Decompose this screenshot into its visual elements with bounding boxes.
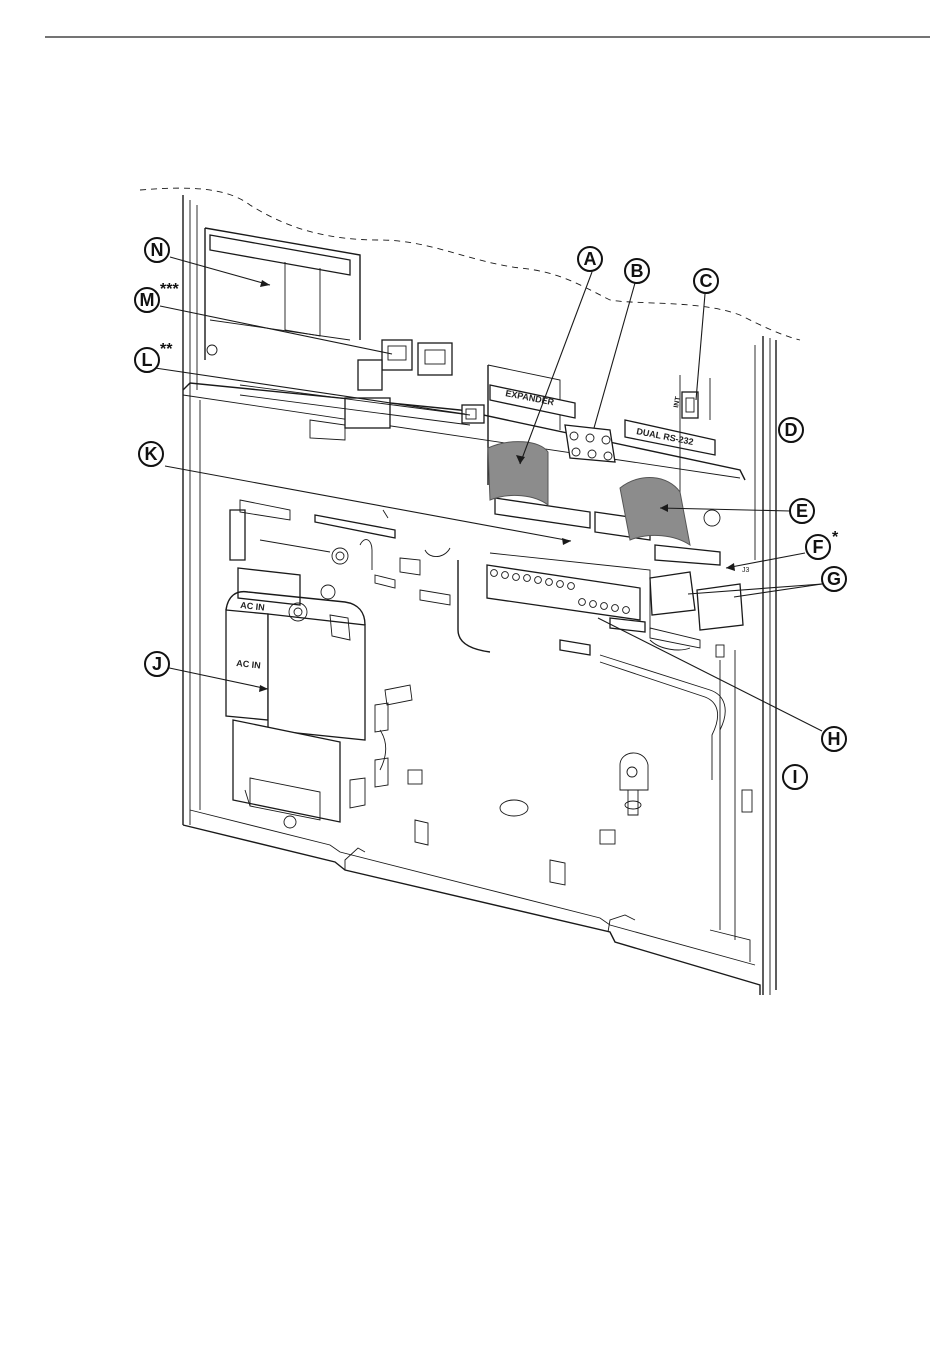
svg-text:*: *	[832, 529, 839, 546]
flat-cable-e	[620, 477, 690, 545]
callout-k: K	[139, 442, 163, 466]
callout-l: L **	[135, 341, 173, 372]
main-board	[458, 553, 743, 780]
callout-e: E	[790, 499, 814, 523]
callout-j: J	[145, 652, 169, 676]
lower-tray-details	[408, 753, 752, 885]
callout-a: A	[578, 247, 602, 271]
svg-text:G: G	[827, 569, 841, 589]
callout-m: M ***	[135, 281, 179, 312]
cover-cut-line	[140, 188, 800, 340]
label-int: INT	[673, 395, 682, 408]
callout-c: C	[694, 269, 718, 293]
label-j3: J3	[742, 567, 750, 574]
callout-b: B	[625, 259, 649, 283]
callout-f: F *	[806, 529, 839, 559]
label-ac-in-top: AC IN	[240, 600, 265, 613]
svg-text:I: I	[792, 767, 797, 787]
svg-text:F: F	[813, 537, 824, 557]
svg-text:H: H	[828, 729, 841, 749]
svg-text:K: K	[145, 444, 158, 464]
svg-text:L: L	[142, 350, 153, 370]
svg-text:E: E	[796, 501, 808, 521]
callout-n: N	[145, 238, 169, 262]
svg-text:C: C	[700, 271, 713, 291]
callout-h: H	[822, 727, 846, 751]
svg-text:***: ***	[160, 281, 179, 298]
callout-d: D	[779, 418, 803, 442]
svg-text:J: J	[152, 654, 162, 674]
callout-i: I	[783, 765, 807, 789]
svg-text:M: M	[140, 290, 155, 310]
svg-text:D: D	[785, 420, 798, 440]
flat-cable-a	[488, 442, 548, 505]
svg-text:B: B	[631, 261, 644, 281]
svg-text:N: N	[151, 240, 164, 260]
svg-text:**: **	[160, 341, 173, 358]
callout-g: G	[822, 567, 846, 591]
svg-text:A: A	[584, 249, 597, 269]
